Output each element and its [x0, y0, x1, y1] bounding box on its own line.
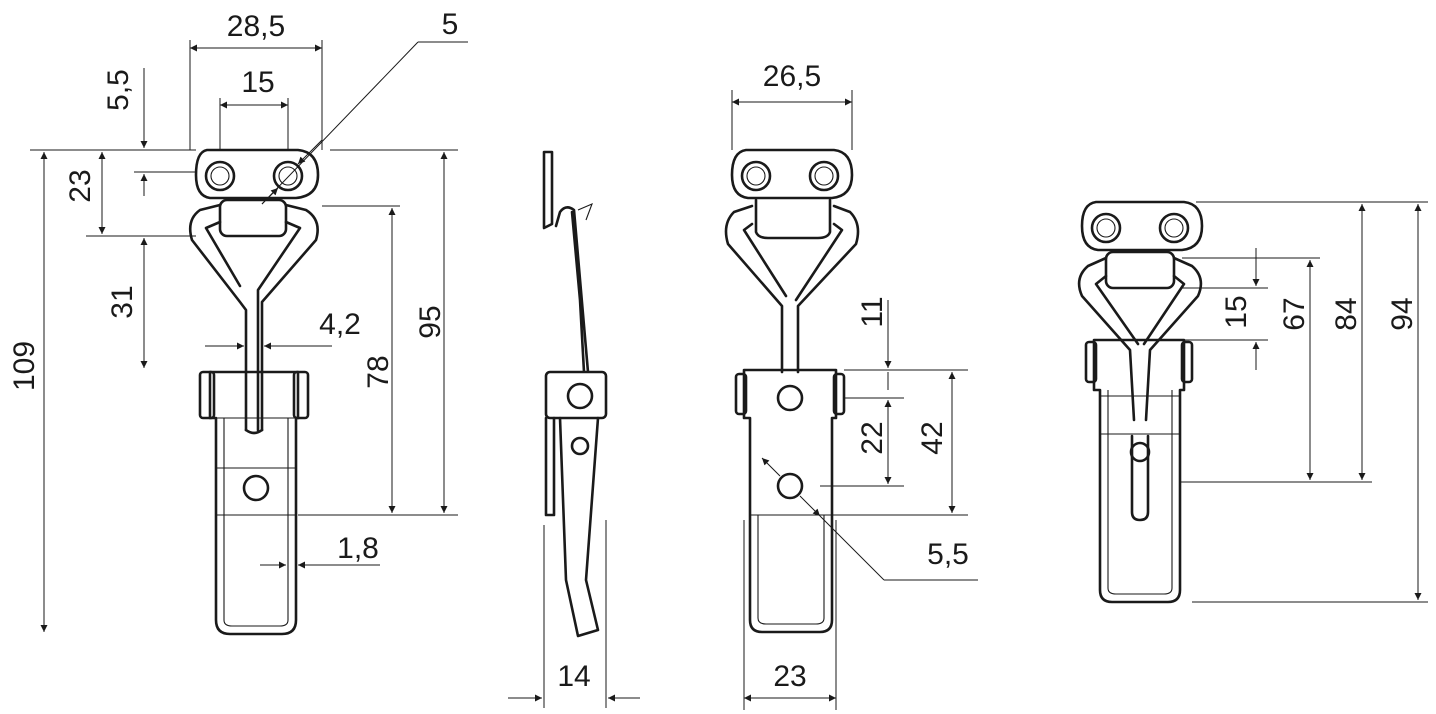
dim-15: 15 — [241, 66, 274, 99]
dim-5-5-front: 5,5 — [102, 69, 135, 111]
dim-23-rear: 23 — [773, 660, 806, 693]
closed-hook-block — [1104, 250, 1176, 290]
rear-body — [742, 368, 838, 634]
dim-109: 109 — [8, 341, 41, 391]
catch-hole-left — [204, 160, 236, 192]
closed-view — [1077, 200, 1204, 604]
front-view-open — [188, 148, 320, 636]
dim-15-closed: 15 — [1220, 295, 1253, 328]
closed-catch-plate — [1080, 200, 1204, 252]
front-dimensions: 28,5 15 5 5,5 23 31 4,2 109 95 78 — [8, 8, 468, 632]
dim-67: 67 — [1278, 297, 1311, 330]
dim-94: 94 — [1386, 297, 1419, 330]
rear-pivot-hole — [776, 384, 804, 412]
dim-26-5: 26,5 — [763, 60, 821, 93]
closed-dimensions: 15 67 84 94 — [1176, 201, 1428, 603]
rear-wire-loop — [724, 204, 860, 374]
dim-28-5: 28,5 — [227, 10, 285, 43]
dim-23-front: 23 — [64, 169, 97, 202]
closed-wire-loop — [1077, 256, 1203, 422]
dim-42: 42 — [916, 421, 949, 454]
dim-11: 11 — [856, 296, 889, 327]
dim-78: 78 — [362, 355, 395, 388]
dim-5: 5 — [442, 8, 459, 41]
catch-hole-right — [272, 160, 304, 192]
rear-view — [724, 148, 860, 634]
side-view: 14 — [508, 150, 640, 708]
dim-5-5-rear: 5,5 — [927, 538, 969, 571]
closed-tongue — [1130, 434, 1150, 522]
side-hinge-block — [544, 370, 608, 420]
front-pivot-hole — [242, 474, 270, 502]
lever-body — [208, 370, 300, 636]
dim-84: 84 — [1330, 297, 1363, 330]
rear-catch-plate — [730, 148, 854, 200]
side-wire — [554, 206, 590, 374]
dim-14: 14 — [557, 660, 590, 693]
dim-95: 95 — [414, 305, 447, 338]
wire-loop — [188, 203, 319, 432]
rear-dimensions: 26,5 11 22 42 5,5 23 — [731, 60, 978, 710]
catch-plate — [194, 148, 320, 200]
side-lever — [544, 416, 600, 638]
dim-4-2: 4,2 — [319, 308, 361, 341]
dim-31: 31 — [106, 285, 139, 318]
dim-1-8: 1,8 — [337, 532, 379, 565]
dim-22: 22 — [856, 421, 889, 454]
closed-body — [1092, 338, 1186, 604]
side-catch-plate — [542, 150, 554, 230]
hook-block — [218, 198, 288, 238]
rear-fixing-hole — [776, 472, 804, 500]
